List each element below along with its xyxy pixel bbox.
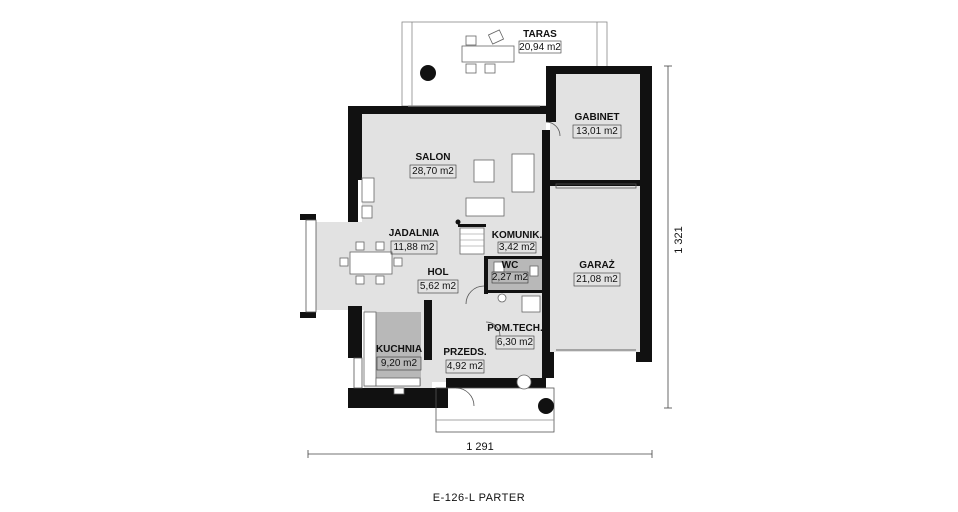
wc-name: WC bbox=[502, 260, 519, 271]
jadalnia-name: JADALNIA bbox=[389, 228, 440, 239]
entrance-column-icon bbox=[538, 398, 554, 414]
room-labels: TARAS 20,94 m2 GABINET 13,01 m2 SALON 28… bbox=[376, 29, 622, 374]
jadalnia-area: 11,88 m2 bbox=[394, 242, 435, 253]
width-dimension-label: 1 291 bbox=[466, 441, 494, 453]
wc-area: 2,27 m2 bbox=[492, 272, 529, 283]
terrace-area bbox=[401, 21, 608, 107]
taras-name: TARAS bbox=[523, 29, 557, 40]
height-dimension-label: 1 321 bbox=[673, 226, 685, 254]
hol-area: 5,62 m2 bbox=[420, 281, 457, 292]
gabinet-area: 13,01 m2 bbox=[576, 126, 618, 137]
przeds-area: 4,92 m2 bbox=[447, 361, 484, 372]
pomtech-area: 6,30 m2 bbox=[497, 337, 534, 348]
gabinet-name: GABINET bbox=[575, 112, 620, 123]
komunik-area: 3,42 m2 bbox=[499, 242, 536, 253]
taras-area: 20,94 m2 bbox=[519, 42, 561, 53]
garaz-area: 21,08 m2 bbox=[576, 274, 618, 285]
przeds-name: PRZEDS. bbox=[443, 347, 487, 358]
terrace-column-icon bbox=[420, 65, 436, 81]
pomtech-name: POM.TECH. bbox=[487, 323, 543, 334]
windows bbox=[305, 105, 637, 433]
walls bbox=[300, 66, 652, 408]
salon-area: 28,70 m2 bbox=[412, 166, 454, 177]
dimension-height: 1 321 bbox=[664, 65, 685, 409]
hol-name: HOL bbox=[427, 267, 448, 278]
kuchnia-area: 9,20 m2 bbox=[381, 358, 418, 369]
garaz-name: GARAŻ bbox=[579, 258, 615, 271]
furniture bbox=[339, 121, 561, 414]
kuchnia-name: KUCHNIA bbox=[376, 344, 422, 355]
plan-caption: E-126-L PARTER bbox=[432, 492, 526, 504]
stairs-icon bbox=[459, 227, 485, 255]
komunik-name: KOMUNIK. bbox=[492, 230, 543, 241]
dimension-width: 1 291 bbox=[307, 441, 653, 458]
salon-name: SALON bbox=[416, 152, 451, 163]
